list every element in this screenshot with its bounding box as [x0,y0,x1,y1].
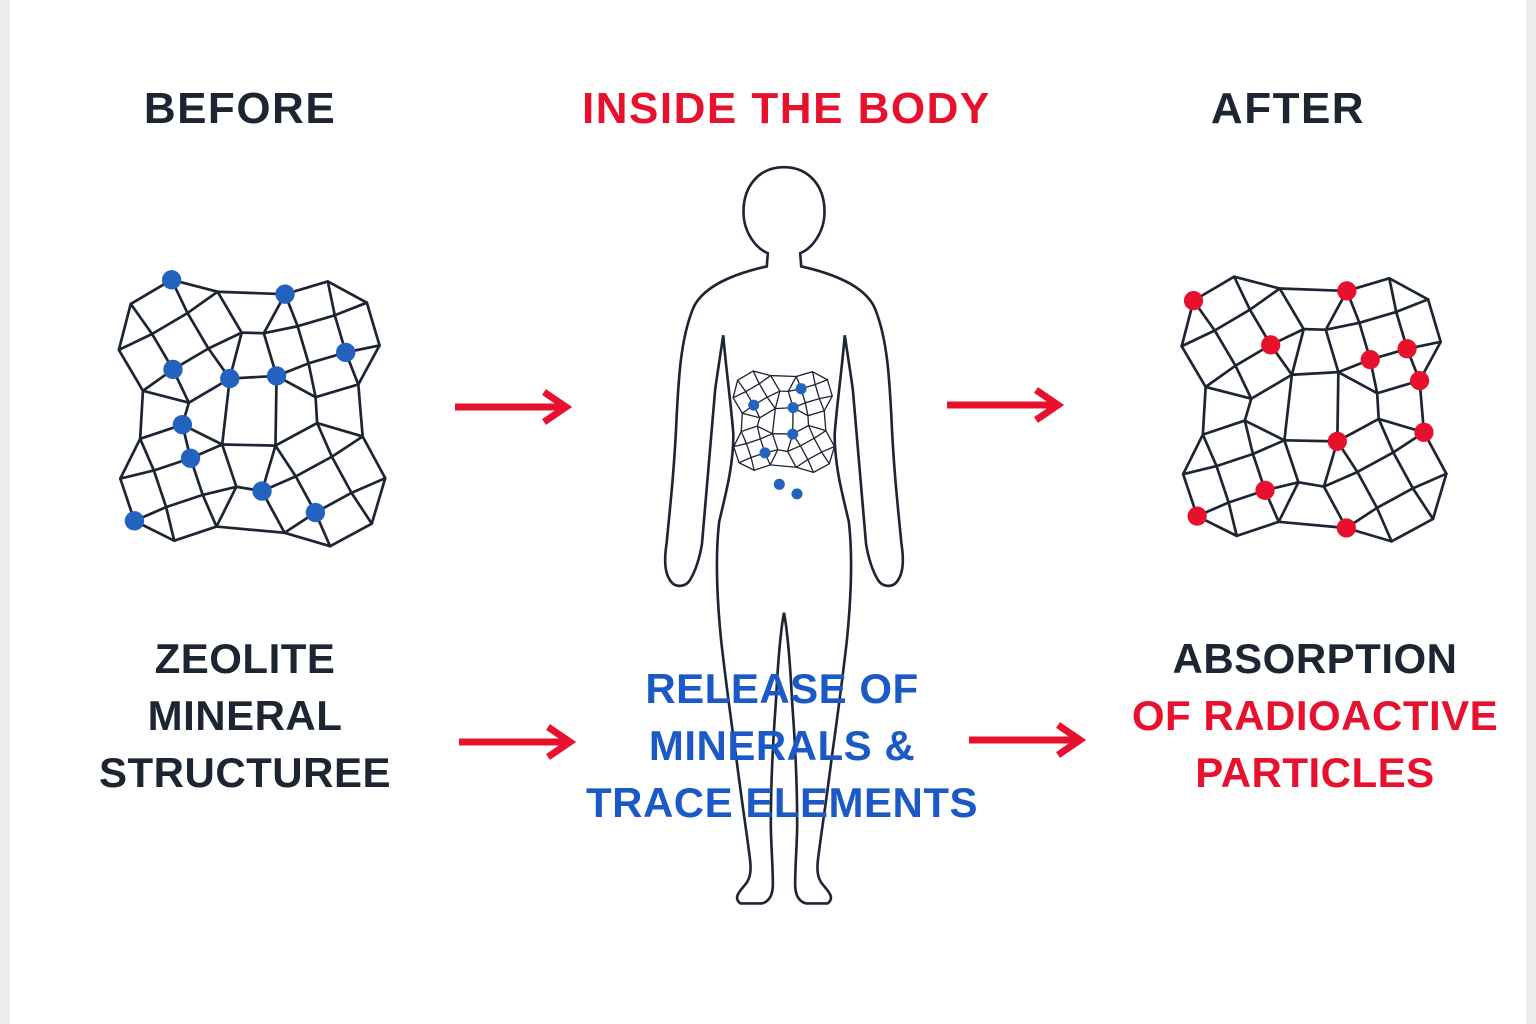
radioactive-particle-dot [1336,518,1356,538]
caption-before-line2: MINERAL [147,692,343,739]
page-edge-right [1526,0,1536,1024]
mineral-dot [163,359,183,380]
radioactive-particle-dot [1337,281,1357,301]
caption-inside: RELEASE OF MINERALS & TRACE ELEMENTS [582,660,982,831]
zeolite-structure-after [1180,275,1448,543]
zeolite-structure-before [117,270,387,548]
radioactive-particle-dot [1360,350,1380,370]
arrow-right-icon-body-to-after [947,387,1065,423]
radioactive-particle-dot [1183,291,1204,311]
page-edge-left [0,0,10,1024]
mineral-dot [773,478,785,490]
caption-after: ABSORPTION OF RADIOACTIVE PARTICLES [1115,630,1515,801]
caption-before-line3: STRUCTUREE [98,749,391,796]
caption-inside-line2: MINERALS & [648,722,916,769]
mineral-dot [220,368,240,389]
mineral-dot [124,511,145,531]
radioactive-particle-dot [1414,422,1434,442]
body-silhouette-path [663,165,905,905]
caption-after-line3: PARTICLES [1195,749,1435,796]
heading-before: BEFORE [143,84,337,133]
caption-after-line2: OF RADIOACTIVE [1131,692,1499,739]
mineral-dot [161,270,182,290]
radioactive-particle-dot [1261,335,1281,355]
caption-inside-line3: TRACE ELEMENTS [585,779,978,826]
mineral-dot [748,399,760,411]
mineral-dot [252,481,272,501]
arrow-right-icon-caption-right [969,722,1087,758]
mineral-dot [795,383,807,395]
zeolite-structure-inside-body [732,370,836,500]
heading-after: AFTER [1210,84,1366,133]
mineral-dot [172,414,193,435]
radioactive-particle-dot [1409,371,1430,391]
heading-inside-the-body: INSIDE THE BODY [582,84,991,133]
caption-before-line1: ZEOLITE [154,635,336,682]
arrow-right-icon-caption-left [459,724,577,760]
mineral-dot [305,502,326,523]
mineral-dot [275,284,295,304]
mineral-dot [180,448,201,468]
mineral-dot [336,342,356,363]
mineral-dot [759,447,771,459]
caption-before: ZEOLITE MINERAL STRUCTUREE [70,630,420,801]
mineral-dot [787,428,799,440]
radioactive-particle-dot [1327,431,1347,451]
radioactive-particle-dot [1187,506,1207,526]
caption-after-line1: ABSORPTION [1172,635,1458,682]
radioactive-particle-dot [1397,339,1417,359]
arrow-right-icon-before-to-body [455,389,573,425]
mineral-dot [787,402,799,414]
human-body-outline [663,165,905,905]
radioactive-particle-dot [1255,480,1275,500]
mineral-dot [266,366,287,386]
caption-inside-line1: RELEASE OF [645,665,919,712]
mineral-dot [791,488,803,500]
